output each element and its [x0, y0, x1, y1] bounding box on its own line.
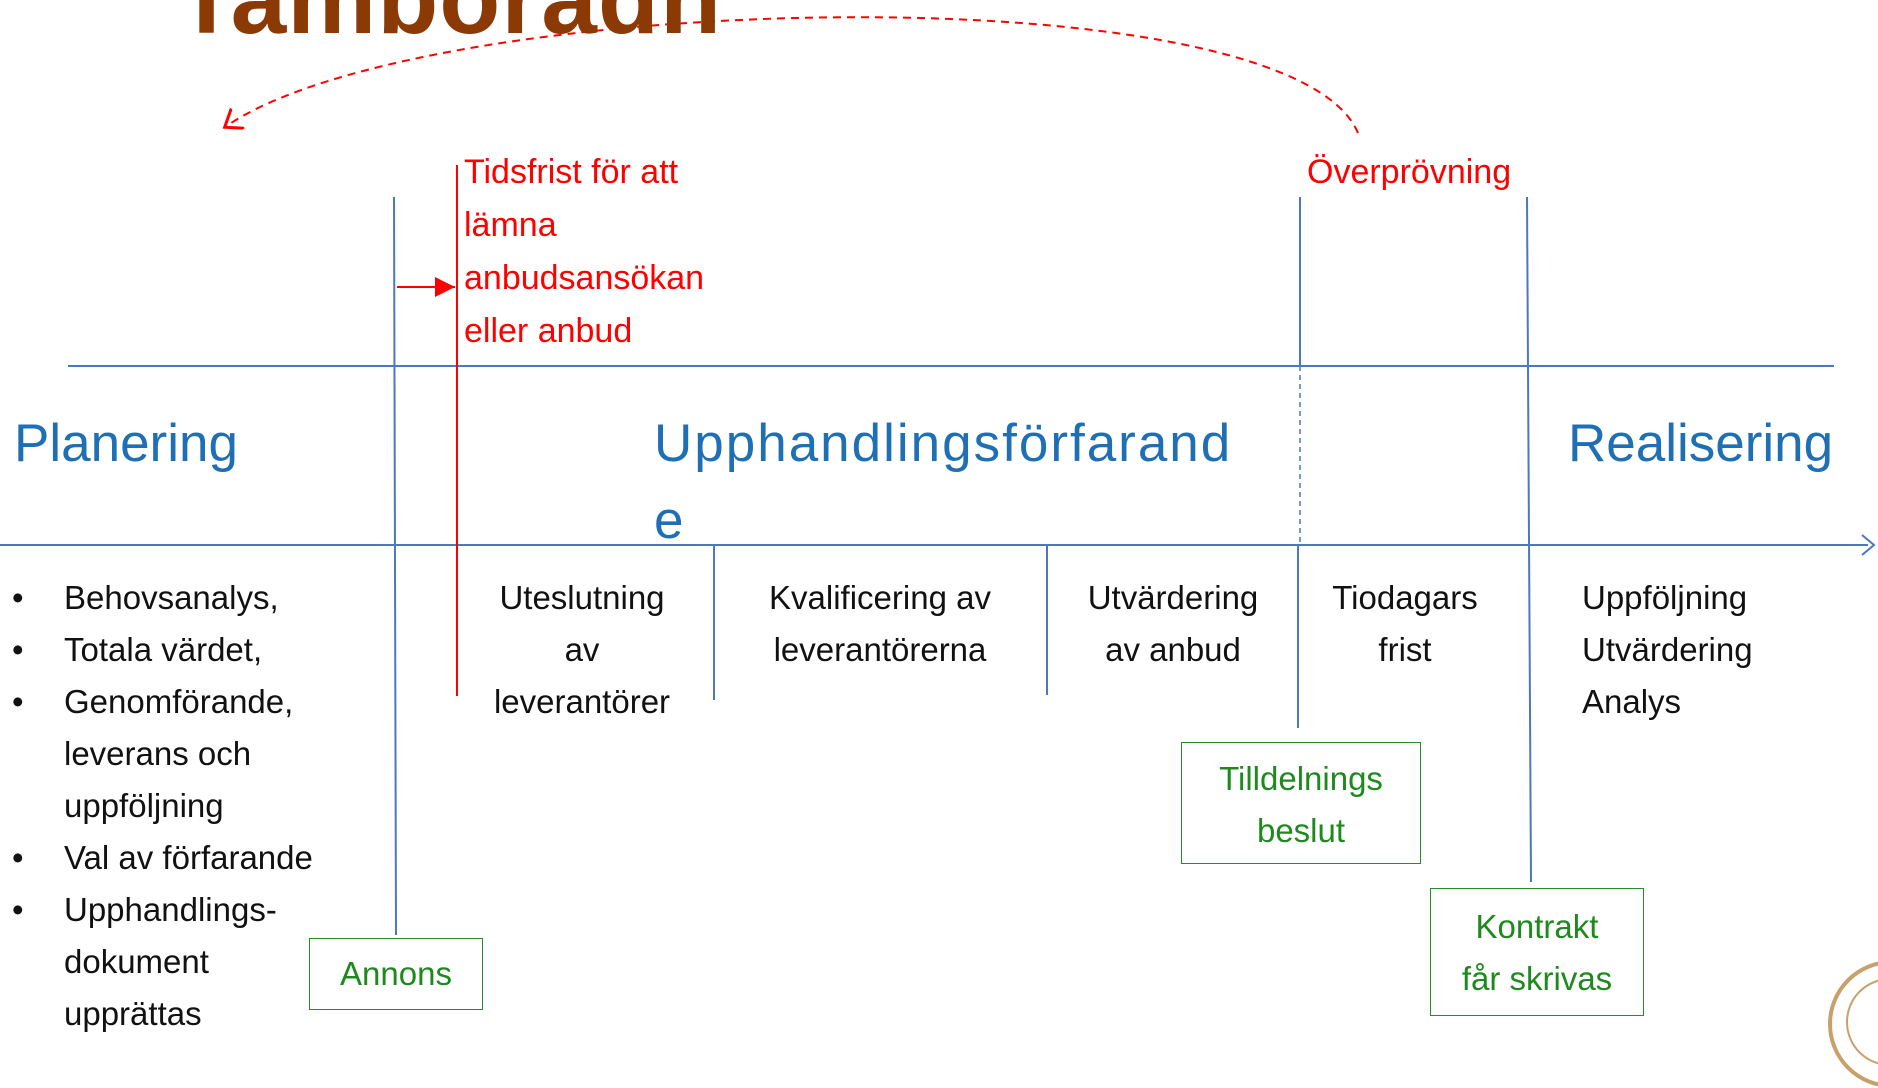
planning-list: •Behovsanalys, •Totala värdet, •Genomför… [0, 572, 390, 1040]
phase-procurement: Upphandlingsförfarand [654, 414, 1233, 473]
phase-realisation: Realisering [1568, 414, 1834, 473]
axis-arrow-tip [1861, 534, 1876, 556]
deadline-annotation: Tidsfrist för att lämna anbudsansökan el… [464, 146, 704, 358]
advert-divider [393, 196, 397, 936]
list-item: •Behovsanalys, [12, 579, 279, 616]
milestone-advert: Annons [309, 938, 483, 1010]
contract-divider [1526, 196, 1532, 883]
phase-planning: Planering [14, 414, 238, 473]
deadline-line-4: eller anbud [464, 312, 633, 350]
slide-title: Tamboradn [176, 0, 722, 57]
deadline-line-3: anbudsansökan [464, 259, 705, 297]
list-item: •Val av förfarande [12, 839, 313, 876]
list-item: •Totala värdet, [12, 631, 263, 668]
review-annotation: Överprövning [1307, 153, 1512, 191]
deadline-line-1: Tidsfrist för att [464, 153, 679, 191]
phase-procurement-wrap: e [654, 491, 686, 550]
diagram-lines [0, 16, 1876, 936]
review-return-arc [228, 16, 1359, 134]
deadline-line-2: lämna [464, 206, 557, 244]
